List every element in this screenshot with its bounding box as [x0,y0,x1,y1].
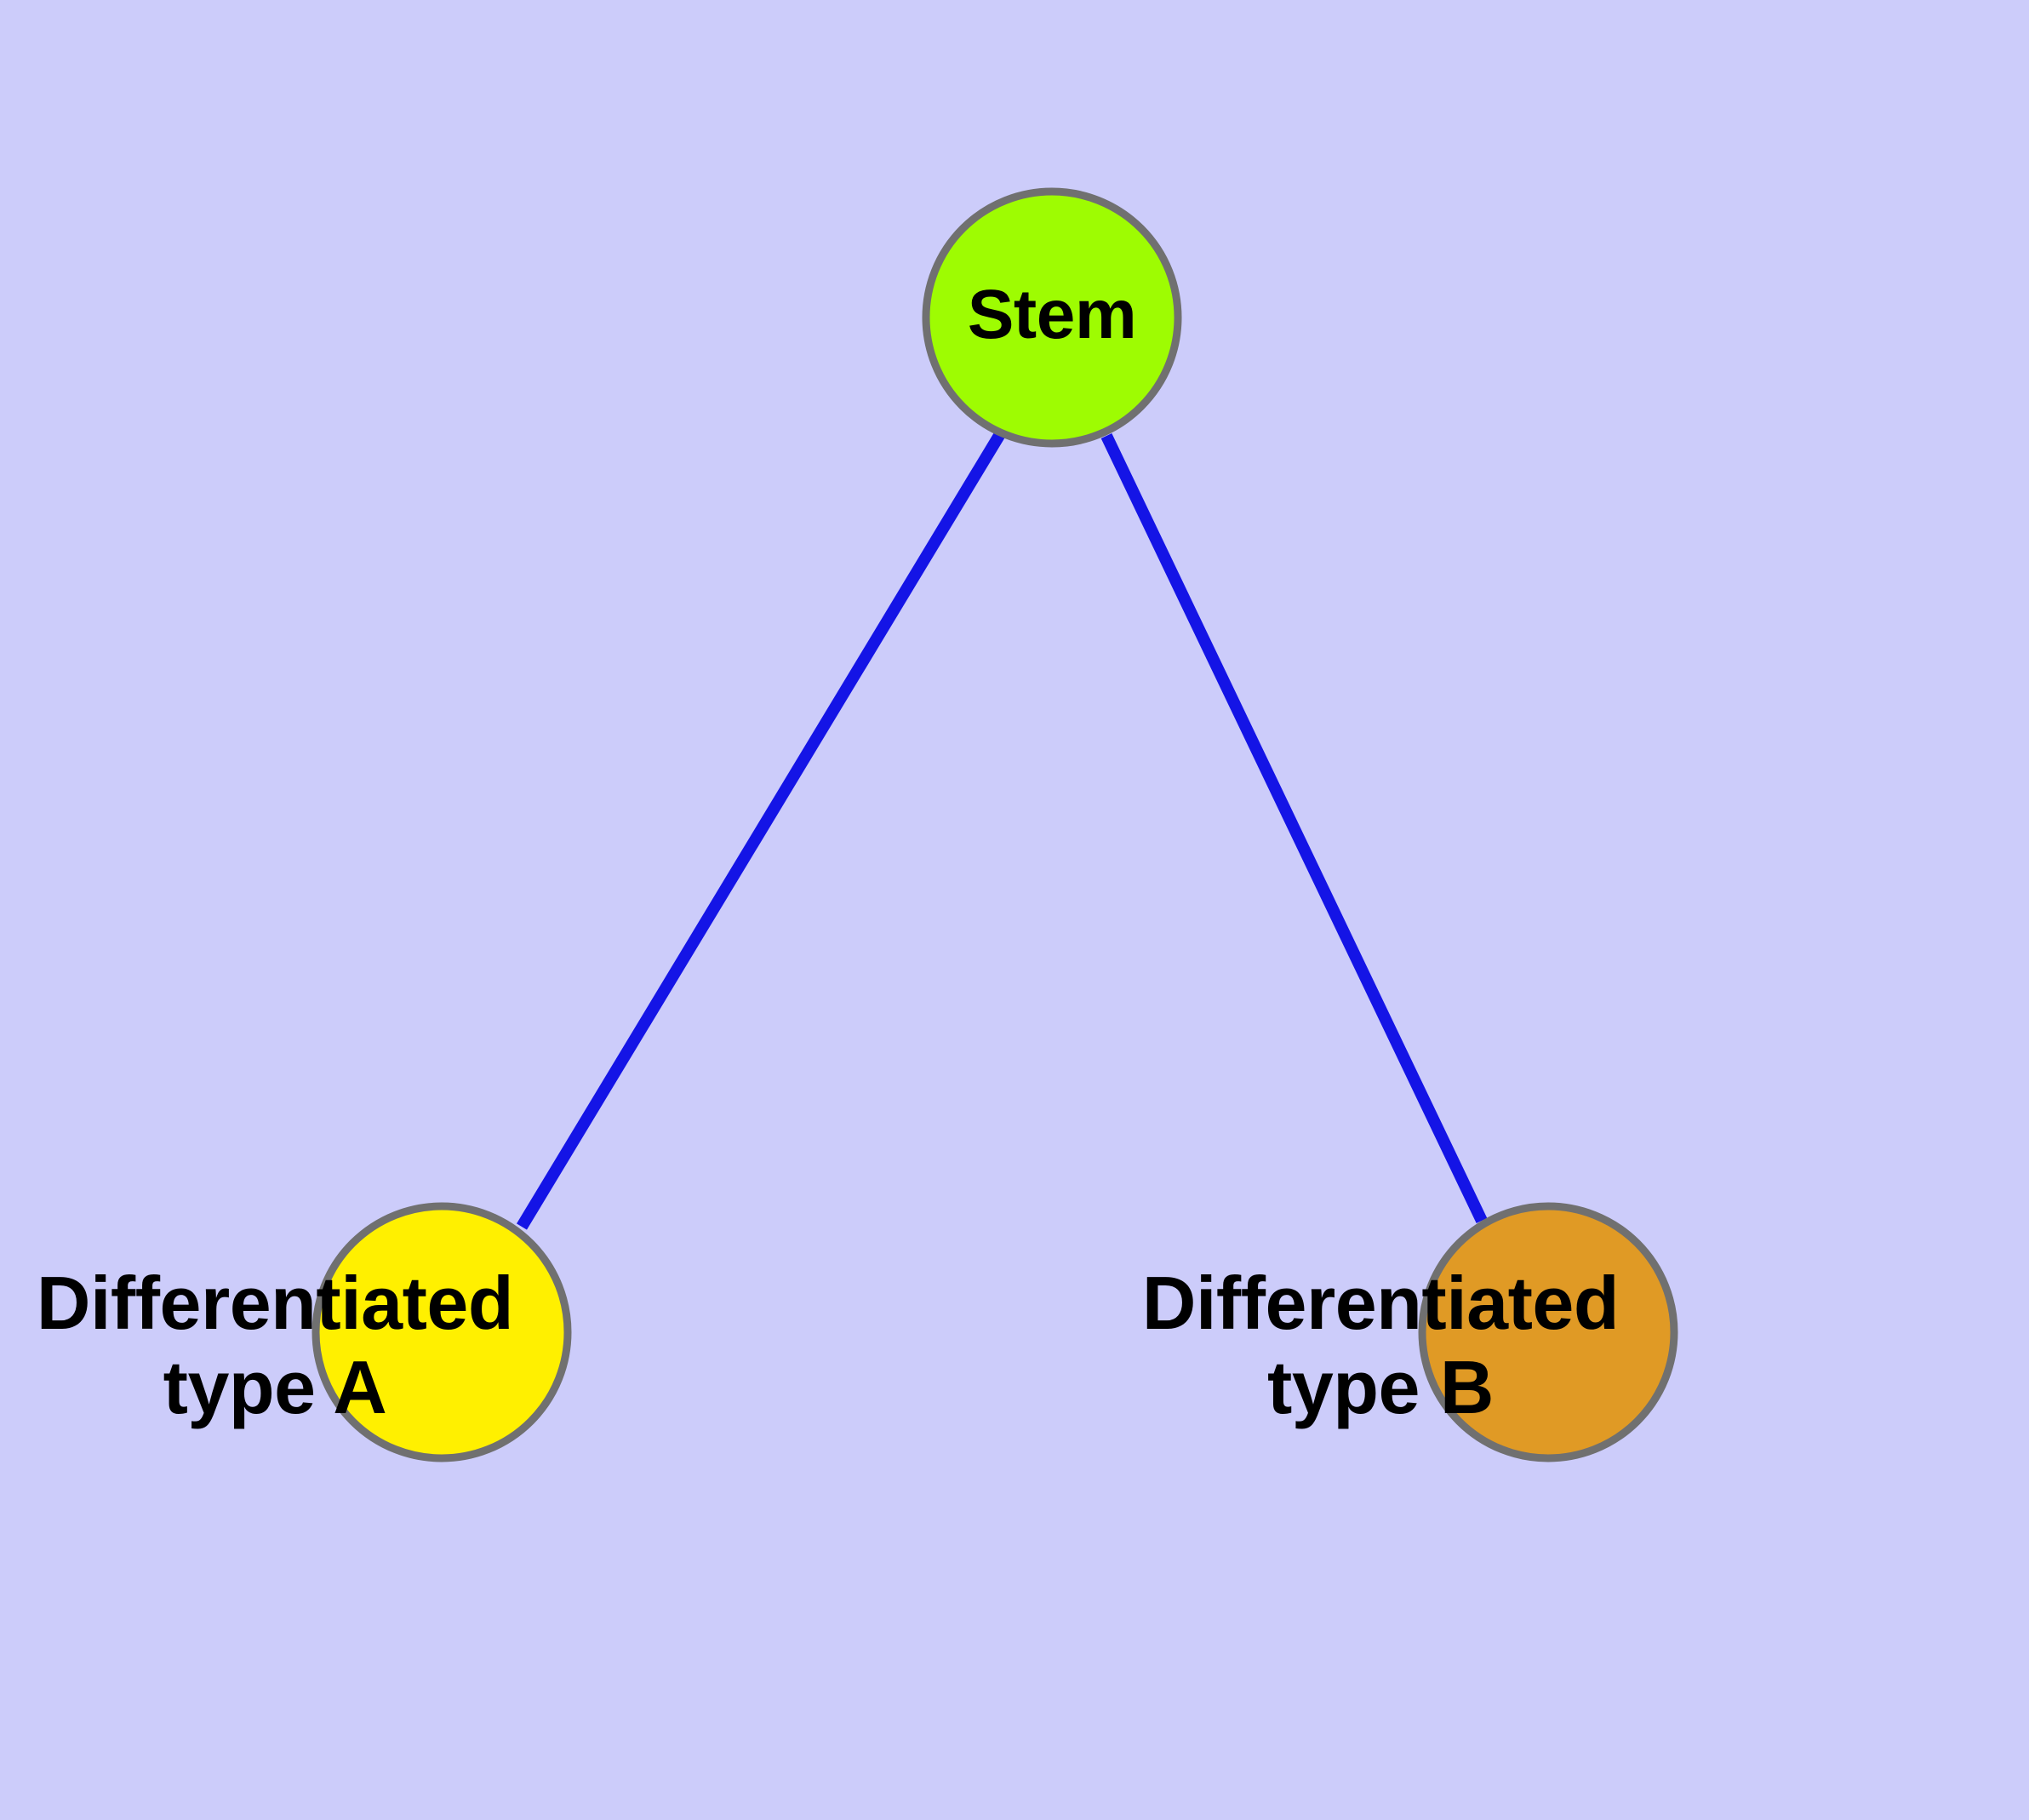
node-diff-a[interactable] [311,1202,572,1462]
node-diff-b[interactable] [1418,1202,1678,1462]
nodes-layer [311,187,1678,1462]
node-stem[interactable] [922,187,1182,448]
edges-layer [517,431,1488,1230]
edge-stem-to-diff-b[interactable] [1100,432,1488,1224]
edge-stem-to-diff-a[interactable] [517,431,1005,1230]
